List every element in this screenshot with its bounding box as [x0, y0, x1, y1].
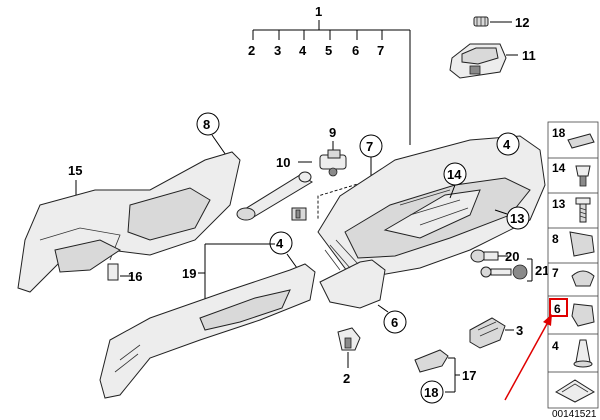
- side-item-8: 8: [552, 232, 559, 246]
- callout-19: 19: [182, 266, 196, 281]
- part-3-clip: 3: [469, 317, 523, 349]
- part-17-group: 17 18: [414, 349, 476, 404]
- part-12-screw: 12: [473, 15, 529, 30]
- callout-5: 5: [325, 43, 332, 58]
- callout-3: 3: [274, 43, 281, 58]
- arrow-head-icon: [543, 314, 552, 326]
- side-panel: 18 14 13 8 7 6 4: [547, 121, 599, 409]
- callout-10: 10: [276, 155, 290, 170]
- side-item-7-plug-icon: [571, 270, 595, 287]
- side-item-8-bracket-icon: [569, 231, 595, 257]
- side-item-18: 18: [552, 126, 566, 140]
- callout-4a: 4: [503, 137, 511, 152]
- callout-3b: 3: [516, 323, 523, 338]
- callout-16: 16: [128, 269, 142, 284]
- side-item-6-clip-icon: [571, 303, 595, 327]
- callout-13-group: 13: [494, 206, 530, 230]
- callout-14-group: 14: [443, 162, 467, 199]
- callout-2: 2: [248, 43, 255, 58]
- part-21-key: 21: [480, 258, 549, 282]
- side-item-14-nut-icon: [575, 165, 591, 177]
- callout-17: 17: [462, 368, 476, 383]
- part-11-latch: 11: [449, 43, 536, 79]
- callout-7: 7: [377, 43, 384, 58]
- callout-1-bracket: 1 2 3 4 5 6 7: [248, 4, 411, 145]
- callout-1: 1: [315, 4, 322, 19]
- part-1-glovebox: [317, 135, 546, 309]
- callout-6: 6: [352, 43, 359, 58]
- callout-7b: 7: [366, 139, 373, 154]
- part-small-clip: [291, 207, 307, 221]
- side-item-6-highlight: [549, 298, 568, 317]
- callout-4: 4: [299, 43, 307, 58]
- callout-4a-group: 4: [496, 132, 520, 156]
- side-bottom-angle-icon: [555, 379, 595, 403]
- callout-12: 12: [515, 15, 529, 30]
- callout-11: 11: [522, 48, 536, 63]
- callout-21: 21: [535, 263, 549, 278]
- callout-18: 18: [424, 385, 438, 400]
- side-item-6: 6: [554, 302, 561, 316]
- part-9-switch: 9: [319, 125, 347, 177]
- side-item-14: 14: [552, 161, 566, 175]
- callout-6b: 6: [391, 315, 398, 330]
- callout-4b: 4: [276, 236, 284, 251]
- callout-9: 9: [329, 125, 336, 140]
- callout-8-group: 8: [196, 112, 229, 159]
- side-item-13-screw-icon: [575, 197, 591, 205]
- callout-6b-group: 6: [377, 304, 407, 334]
- part-20-lock: 20: [470, 249, 519, 264]
- callout-13: 13: [510, 211, 524, 226]
- part-19-trim: 4 19: [99, 231, 316, 399]
- side-item-4: 4: [552, 339, 559, 353]
- footer-code: 00141521: [552, 409, 597, 420]
- callout-2b: 2: [343, 371, 350, 386]
- callout-14: 14: [447, 167, 462, 182]
- part-10-rod: 10: [236, 155, 313, 221]
- side-item-18-clip-icon: [567, 133, 595, 149]
- part-15-panel: 15 16: [17, 151, 241, 293]
- part-2-pin: 2: [337, 327, 361, 386]
- side-item-13: 13: [552, 197, 566, 211]
- callout-8: 8: [203, 117, 210, 132]
- side-item-7: 7: [552, 266, 559, 280]
- callout-15: 15: [68, 163, 82, 178]
- callout-20: 20: [505, 249, 519, 264]
- red-arrow: [504, 314, 552, 401]
